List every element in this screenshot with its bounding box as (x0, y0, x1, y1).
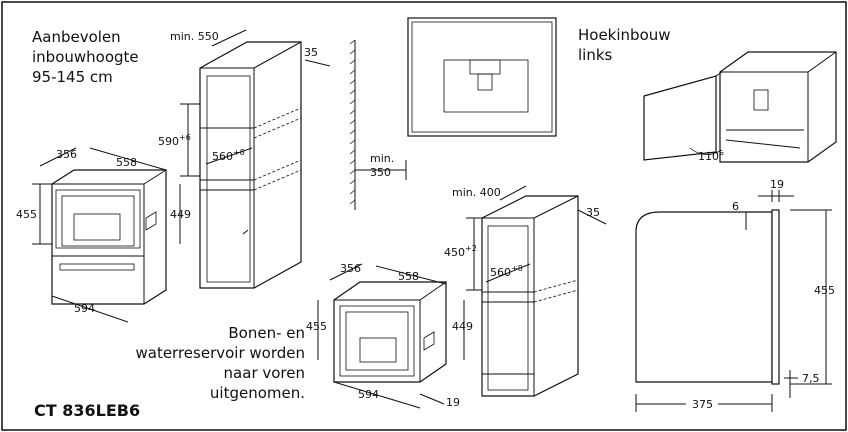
dim-558-left: 558 (116, 156, 137, 169)
dim-455-left: 455 (16, 208, 37, 221)
recommended-line-1: Aanbevolen (32, 28, 121, 46)
corner-installation (643, 51, 837, 163)
built-in-machine-center (333, 281, 447, 383)
dim-356-left: 356 (56, 148, 77, 161)
dim-7-5-side: 7,5 (802, 372, 820, 385)
dim-356-center: 356 (340, 262, 361, 275)
reservoir-line-4: uitgenomen. (210, 384, 305, 402)
tall-cabinet-top (199, 41, 302, 289)
recommended-line-2: inbouwhoogte (32, 48, 139, 66)
dim-19-side: 19 (770, 178, 784, 191)
wall-hatch (349, 39, 356, 210)
tall-cabinet-bottom (481, 195, 579, 397)
dim-min350-a: min. (370, 152, 394, 165)
dim-110-angle: 110° (698, 150, 725, 163)
dim-19-center: 19 (446, 396, 460, 409)
dim-375-side: 375 (692, 398, 713, 411)
dim-6-side: 6 (732, 200, 739, 213)
model-number: CT 836LEB6 (34, 401, 140, 420)
dim-590: 590+6 (158, 133, 191, 148)
top-view-machine (407, 17, 557, 137)
dim-455-side: 455 (814, 284, 835, 297)
reservoir-line-1: Bonen- en (228, 324, 305, 342)
dim-449-center: 449 (452, 320, 473, 333)
dim-450: 450+2 (444, 244, 477, 259)
corner-line-2: links (578, 46, 613, 64)
dim-min400: min. 400 (452, 186, 501, 199)
dim-455-center: 455 (306, 320, 327, 333)
corner-line-1: Hoekinbouw (578, 26, 671, 44)
dim-594-left: 594 (74, 302, 95, 315)
dim-35-top: 35 (304, 46, 318, 59)
recommended-line-3: 95-145 cm (32, 68, 113, 86)
reservoir-line-3: naar voren (224, 364, 305, 382)
built-in-machine-left (51, 169, 167, 305)
dim-min350-b: 350 (370, 166, 391, 179)
side-profile (635, 209, 780, 385)
reservoir-line-2: waterreservoir worden (135, 344, 305, 362)
dim-min550: min. 550 (170, 30, 219, 43)
dim-560-bottom: 560+8 (490, 264, 523, 279)
